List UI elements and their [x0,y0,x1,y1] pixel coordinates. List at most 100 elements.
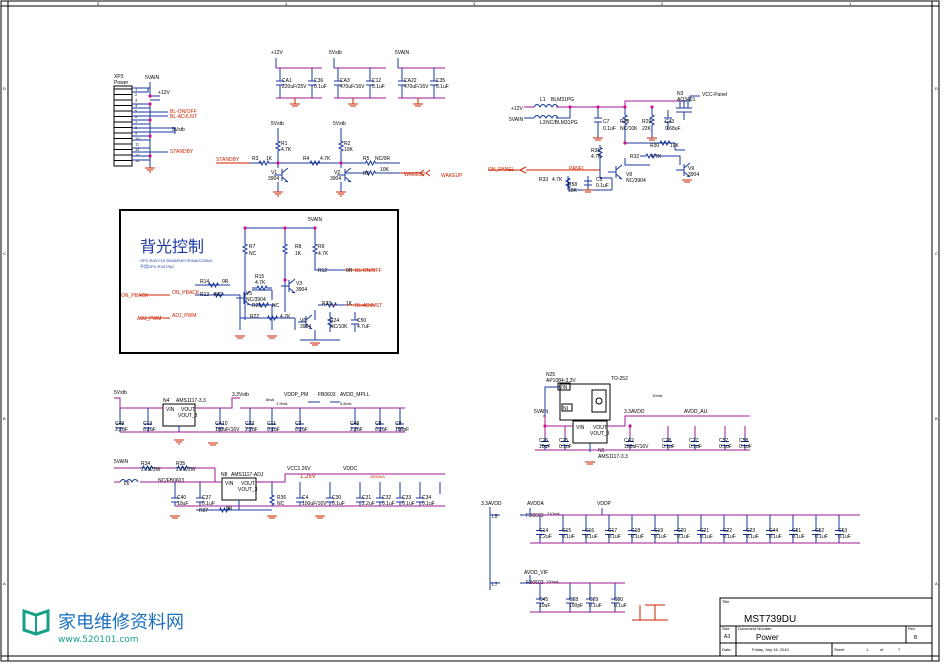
border-numbers: 5 4 3 2 1 [97,1,852,6]
part-ref: R22 [250,314,259,320]
wakeup-output: WAKEUP [404,172,426,178]
cap-value: 0.1uF [608,534,621,540]
part-value: 10K [670,143,680,149]
transistor-v2 [337,167,352,183]
backlight-note: OPC:R437/1K,R406/R407/R408/C20/NC [140,258,213,263]
reg-ref: N25 [546,372,555,378]
part-ref: V1 [271,170,277,176]
net-label: 5Vstb [333,121,346,127]
undefined [416,494,424,506]
cap-ref: C19 [654,528,663,534]
cap-value: 220uF/25V [282,84,307,90]
net-label: 5Vstb [329,50,342,56]
resistor-r31 [596,145,604,160]
cap-value: 0.1uF [723,534,736,540]
cap-ref: C23 [746,528,755,534]
resistor-r30 [655,139,675,147]
connector-ref: XP3 [114,74,124,80]
part-ref: L1 [540,97,546,103]
net-label: 5VAIN [395,50,409,56]
transistor-v6 [298,314,313,330]
part-ref: R21 [252,303,261,309]
cap-value: 100uF/16V [302,501,327,507]
backlight-title: 背光控制 [140,238,204,256]
sheet-caption: Sheet [834,647,845,652]
drawing-title: MST739DU [744,614,796,625]
cap-value: 0.1uF [375,427,388,433]
resistor-r2 [337,140,345,152]
undefined [835,522,843,543]
cap-value: 0.1uF [614,603,627,609]
cap-value: 0.1uF [769,534,782,540]
cap-ref: C21 [700,528,709,534]
undefined [116,420,124,432]
resistor-r13 [197,291,240,299]
vddp-pm-label: VDDP_PM [284,392,308,398]
resistor-r32 [640,152,662,160]
mosfet-n3 [676,101,692,120]
net-label: 5VAIN [308,217,322,223]
undefined [308,68,316,98]
undefined [366,68,374,98]
undefined [396,494,404,506]
resistor-r37 [210,506,239,514]
cap-value: 100uF/16V [624,444,649,450]
border-letter: D [3,86,6,91]
undefined [171,494,179,506]
part-value: 10K [380,167,390,173]
border-number: 5 [97,1,100,6]
border-letters: D C B A D C B A [3,86,938,586]
resistor-r1 [274,140,282,152]
on-pback-net: ON_PBACK [172,290,200,296]
wakeup-port: WAKEUP [441,173,463,179]
transistor-v5 [236,290,251,306]
part-ref: R7 [249,244,256,250]
vcc-panel-label: VCC-Panel [702,92,727,98]
regulator-ap1084: N25 AP1084-3.3V TO-252 VIN NI 10mA 5VAIN… [534,372,752,465]
bl-on-off-net: BL-ON/OFF [355,268,382,274]
border-letter: A [935,581,938,586]
undefined [351,420,359,432]
document-number: Power [756,633,779,642]
part-value: NC [277,501,285,507]
reg-part: AP1084-3.3V [546,378,576,384]
cap-ref: C30 [332,495,341,501]
part-value: 0.68uF [665,126,681,132]
pin-label: VIN [166,407,175,413]
part-ref: C50 [357,318,366,324]
part-ref: V6 [300,318,306,324]
cap-ref: C29 [589,597,598,603]
part-ref: R14 [200,279,209,285]
title-block-frame [719,597,933,657]
cap-ref: C28 [662,438,671,444]
cap-value: 0.1uF [295,427,308,433]
part-ref: R36 [277,495,286,501]
cap-value: 0.1uF [654,534,667,540]
part-ref: R28 [620,119,629,125]
cap-ref: C48 [350,421,359,427]
net-label: 3.3Vstb [232,392,249,398]
connector-pin-number: 3 [135,98,138,103]
title-caption: Title [722,599,730,604]
connector-name: Power [114,80,129,86]
cap-ref: CA3 [340,78,350,84]
cap-ref: C52 [815,528,824,534]
part-ref: R35 [176,461,185,467]
part-value: 4.7K [255,280,266,286]
cap-value: 0.1uF [689,444,702,450]
part-value: 0.1uF [603,126,616,132]
resistor-r34 [140,464,155,472]
net-label: 5Vstb [114,390,127,396]
part-value: 3904 [296,287,307,293]
connector-pin-number: 13 [135,153,140,158]
cap-ref: C4 [302,495,309,501]
bl-adjust-net: BL-ADJUST [355,303,382,309]
part-ref: R12 [318,268,327,274]
part-ref: R58 [568,182,577,188]
undefined [559,522,567,543]
part-ref: R4 [303,156,310,162]
undefined [561,437,569,450]
adj-pwm-port: ADJ_PWM [137,316,161,322]
part-ref: R5 [363,156,370,162]
